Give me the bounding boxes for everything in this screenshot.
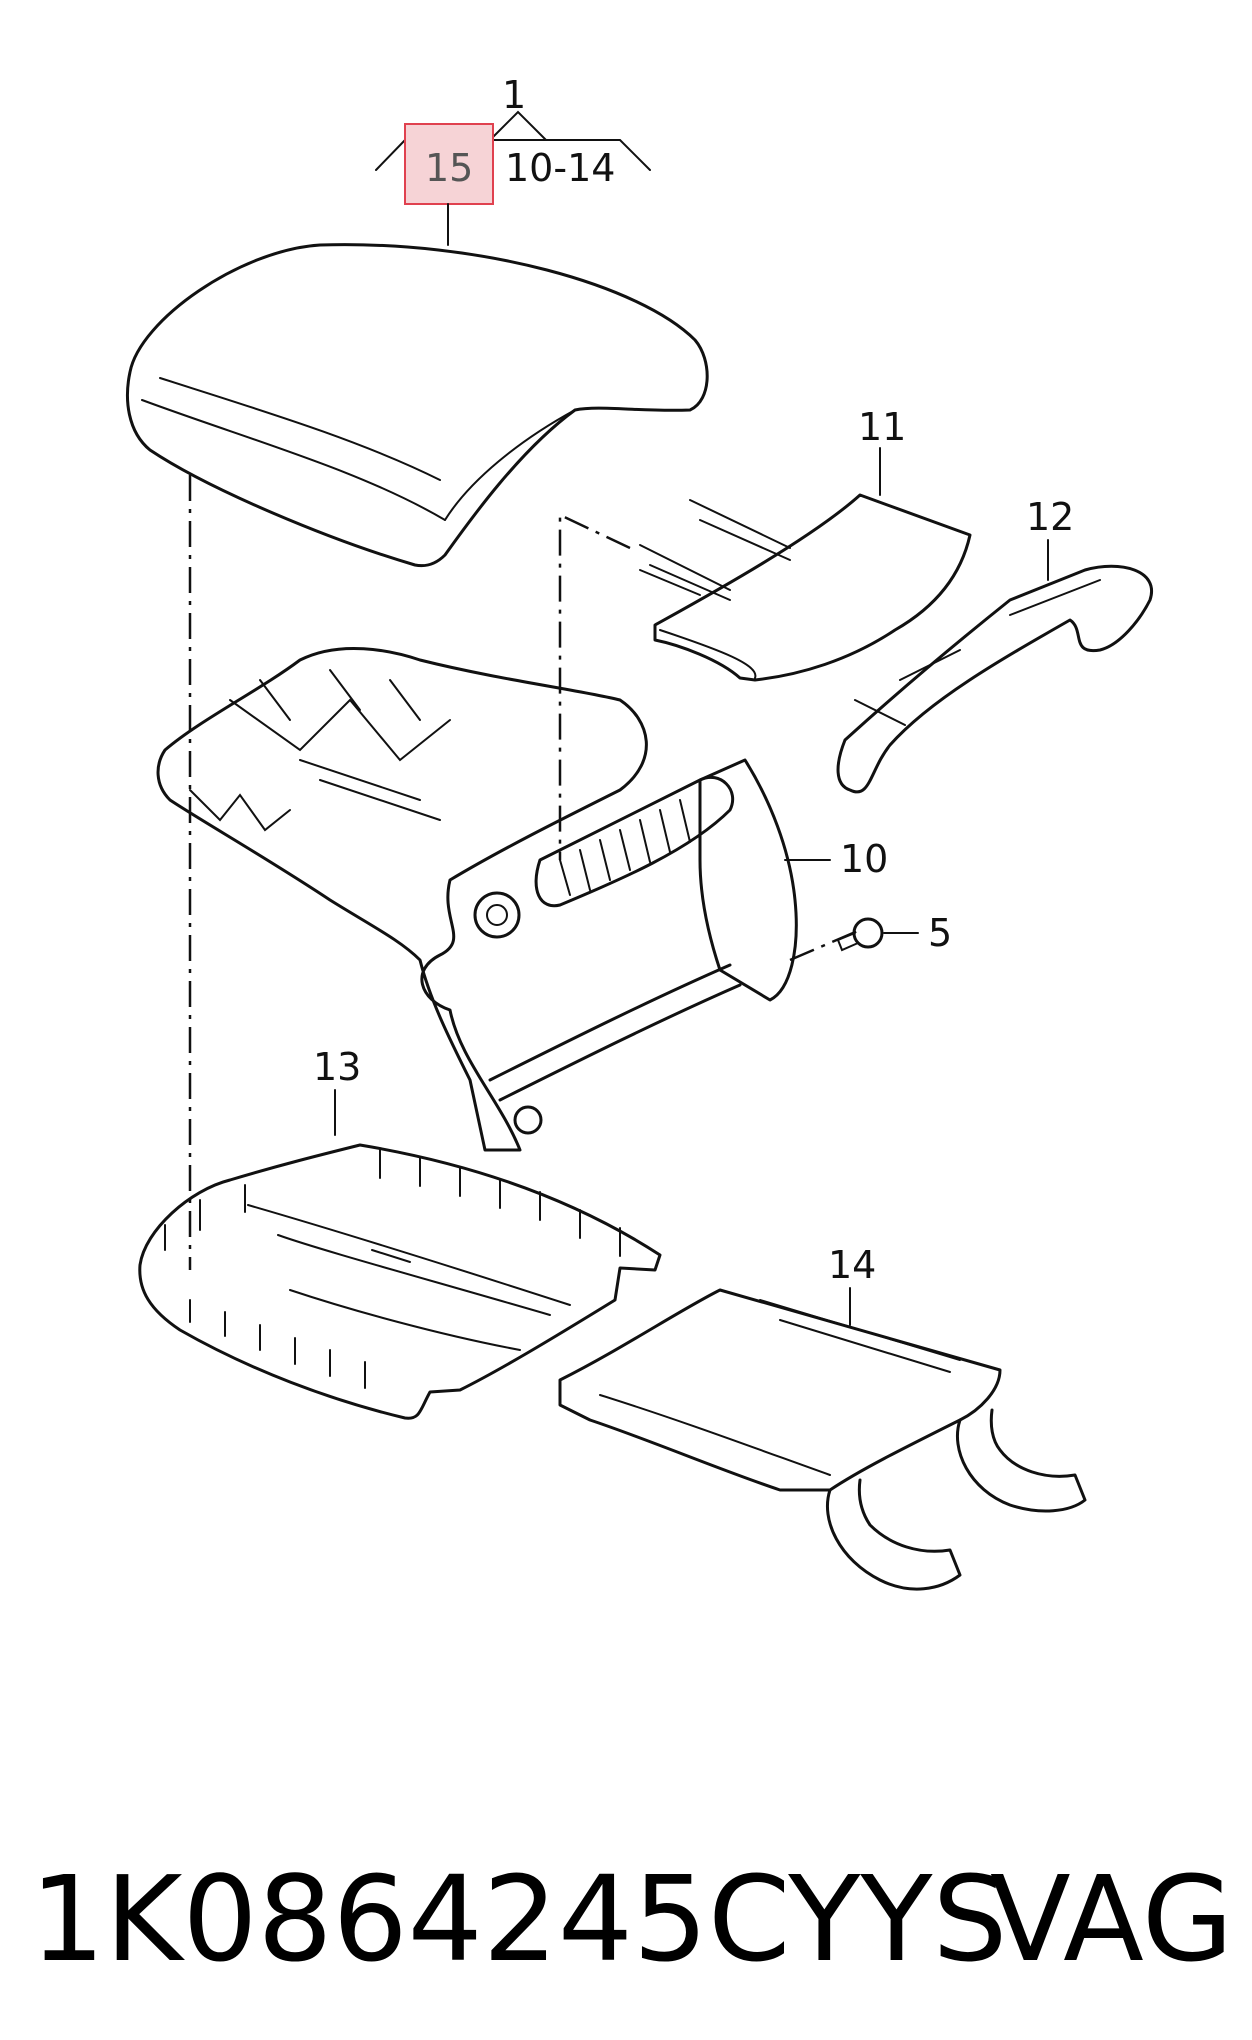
callout-5: 5 xyxy=(928,911,952,955)
armrest-cushion-part-15 xyxy=(126,243,709,568)
part-number: 1K0864245CYYS xyxy=(30,1850,1007,1988)
assembly-header: 1 15 10-14 xyxy=(375,73,651,246)
trim-strip-part-12: 12 xyxy=(836,495,1154,794)
base-plate-part-13: 13 xyxy=(138,1045,662,1420)
highlighted-callout-label: 15 xyxy=(425,146,473,190)
cup-holder-tray-part-14: 14 xyxy=(558,1243,1087,1591)
callout-13: 13 xyxy=(313,1045,361,1089)
highlighted-callout-box[interactable] xyxy=(404,123,494,205)
assembly-bracket xyxy=(375,139,651,171)
screw-part-5: 5 xyxy=(836,911,952,955)
callout-12: 12 xyxy=(1026,495,1074,539)
assembly-label: 1 xyxy=(502,73,526,117)
hinge-base-part-10: 10 xyxy=(156,646,888,1152)
footer: 1K0864245CYYS VAG xyxy=(30,1850,1233,1988)
brand-label: VAG xyxy=(990,1850,1233,1988)
storage-insert-part-11: 11 xyxy=(639,405,972,682)
callout-10: 10 xyxy=(840,837,888,881)
assembly-bracket-peak xyxy=(489,110,547,141)
callout-14: 14 xyxy=(828,1243,876,1287)
assembly-range-label: 10-14 xyxy=(505,146,615,190)
alignment-lines xyxy=(188,475,861,1270)
callout-11: 11 xyxy=(858,405,906,449)
